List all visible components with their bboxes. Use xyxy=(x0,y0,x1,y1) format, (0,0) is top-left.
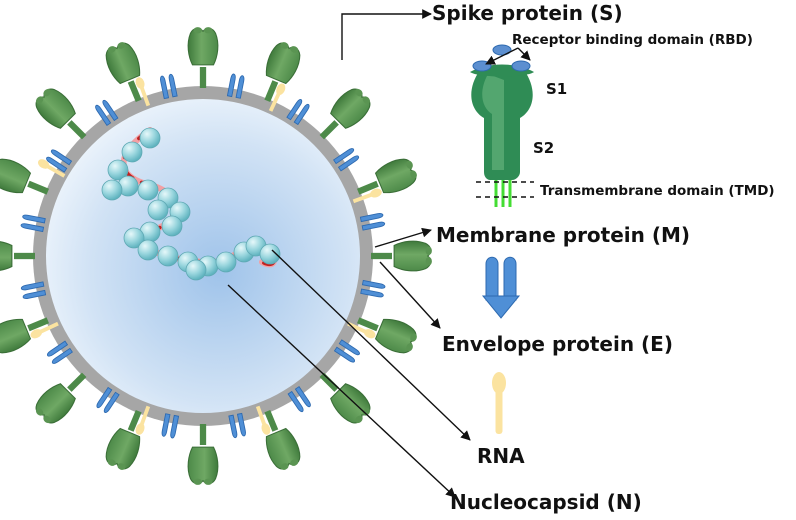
nucleocapsid-label: Nucleocapsid (N) xyxy=(450,490,642,514)
rbd-top xyxy=(492,44,512,56)
nucleocapsid-bead xyxy=(185,259,207,281)
nucleocapsid-bead xyxy=(259,243,281,265)
spike-protein xyxy=(187,26,219,89)
rbd-label: Receptor binding domain (RBD) xyxy=(512,32,753,48)
envelope-callout xyxy=(379,261,441,329)
s1-label: S1 xyxy=(546,80,567,98)
nucleocapsid-callout xyxy=(227,284,456,498)
nucleocapsid-bead xyxy=(137,179,159,201)
callout-lines xyxy=(227,9,471,498)
spike-callout xyxy=(341,9,432,60)
nucleocapsid-bead xyxy=(121,141,143,163)
nucleocapsid-bead xyxy=(123,227,145,249)
envelope-protein-icon xyxy=(492,372,506,434)
virus-particle xyxy=(0,26,433,486)
nucleocapsid-bead xyxy=(147,199,169,221)
rna-callout xyxy=(271,249,471,441)
nucleocapsid-bead xyxy=(107,159,129,181)
spike-protein xyxy=(187,423,219,486)
nucleocapsid-bead xyxy=(215,251,237,273)
membrane-callout xyxy=(374,227,432,248)
nucleocapsid-bead xyxy=(161,215,183,237)
rbd-pointer-right xyxy=(517,47,531,61)
spike-protein-label: Spike protein (S) xyxy=(432,1,623,25)
nucleocapsid-bead xyxy=(101,179,123,201)
nucleocapsid-bead xyxy=(157,245,179,267)
spike-protein xyxy=(0,240,36,272)
rna-label: RNA xyxy=(477,444,525,468)
rbd-pointer-left xyxy=(485,47,519,65)
tmd-label: Transmembrane domain (TMD) xyxy=(540,183,775,199)
s2-label: S2 xyxy=(533,139,554,157)
nucleocapsid-beads xyxy=(101,127,281,281)
nucleocapsid-bead xyxy=(137,239,159,261)
envelope-protein-label: Envelope protein (E) xyxy=(442,332,673,356)
viral-interior xyxy=(46,99,360,413)
membrane-protein-label: Membrane protein (M) xyxy=(436,223,690,247)
spike-protein-detail xyxy=(470,44,534,207)
nucleocapsid-bead xyxy=(139,127,161,149)
membrane-protein-icon xyxy=(481,256,521,319)
rbd-right xyxy=(511,60,531,72)
